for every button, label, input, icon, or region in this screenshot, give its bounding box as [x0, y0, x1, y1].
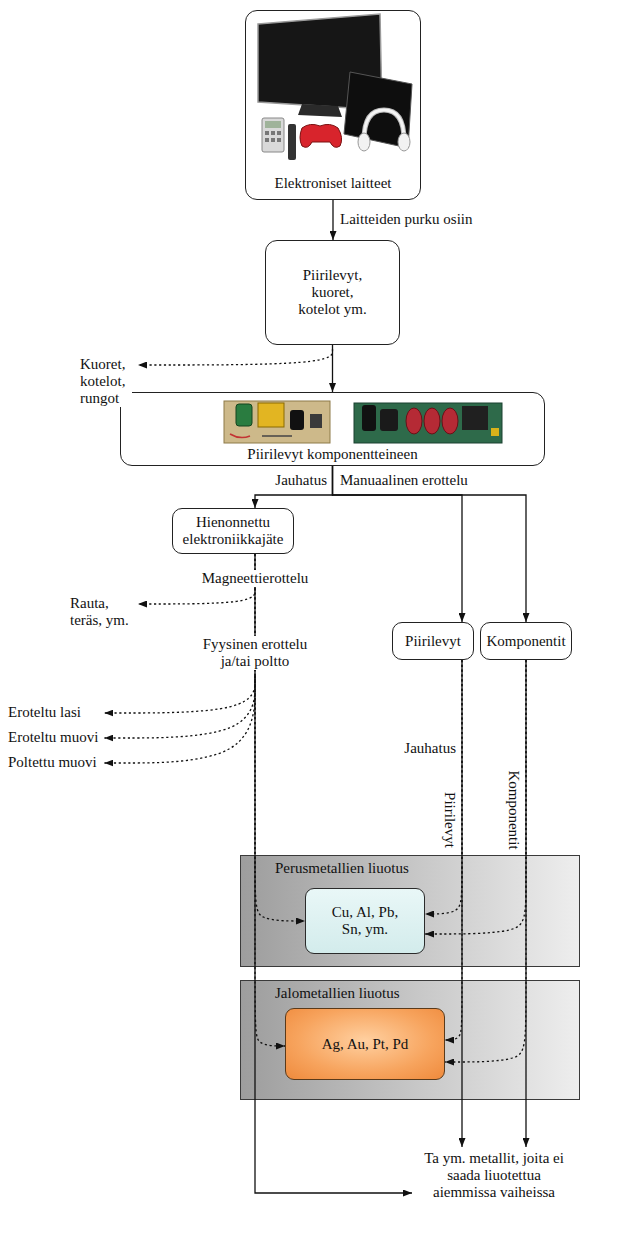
process-box: Piirilevyt	[392, 622, 474, 660]
dotted-flow-arrow	[445, 660, 462, 1040]
headphones-band	[364, 110, 404, 140]
step-label: Jauhatus	[227, 472, 327, 489]
process-box: Hienonnettu elektroniikkajäte	[172, 508, 294, 554]
metal-box: Cu, Al, Pb, Sn, ym.	[305, 888, 425, 954]
discard-arrow	[138, 589, 255, 604]
band-fill	[241, 856, 580, 967]
band-heading: Jalometallien liuotus	[275, 985, 400, 1002]
tv-stand	[298, 104, 342, 117]
capacitor	[362, 405, 376, 431]
output-label: Rauta, teräs, ym.	[70, 595, 132, 629]
discard-arrow	[104, 676, 255, 713]
remote-control	[288, 124, 296, 160]
calculator-key	[271, 131, 275, 135]
flow-arrow	[333, 466, 463, 622]
dotted-flow-arrow	[445, 660, 526, 1062]
box-label: Hienonnettu elektroniikkajäte	[179, 514, 287, 548]
calculator-key	[265, 131, 269, 135]
transformer	[462, 406, 488, 430]
device-box: Elektroniset laitteet	[245, 10, 421, 200]
wire	[262, 435, 292, 437]
output-label: Eroteltu lasi	[8, 704, 81, 721]
capacitor	[236, 404, 252, 426]
band-fills	[241, 856, 580, 1100]
flow-arrow	[333, 466, 527, 622]
calculator-display	[265, 121, 281, 128]
transformer	[258, 403, 284, 427]
band-heading: Perusmetallien liuotus	[275, 860, 409, 877]
headphones-cup	[358, 133, 370, 151]
box-label: Piirilevyt	[405, 633, 461, 650]
box-label: Komponentit	[486, 633, 565, 650]
step-label: Magneettierottelu	[202, 570, 309, 587]
step-label: Jauhatus	[356, 740, 456, 757]
band-fill	[241, 981, 580, 1100]
flow-label: Komponentit	[505, 770, 522, 849]
connectors	[255, 200, 526, 1062]
calculator-key	[271, 138, 275, 142]
headphones-cup	[398, 133, 410, 151]
discard-arrow	[104, 676, 255, 763]
flow-arrow	[332, 345, 333, 392]
capacitor	[380, 409, 398, 431]
output-label: Eroteltu muovi	[8, 729, 98, 746]
inductor	[424, 408, 440, 434]
box-label: Piirilevyt, kuoret, kotelot ym.	[293, 267, 372, 318]
component	[491, 428, 499, 436]
board	[224, 401, 330, 443]
box-label: Ag, Au, Pt, Pd	[322, 1036, 409, 1053]
calculator-key	[277, 138, 281, 142]
circuit-boards-picture	[224, 401, 502, 443]
gamepad	[300, 124, 342, 147]
box-label: Piirilevyt komponentteineen	[247, 446, 417, 463]
dotted-flow-arrow	[255, 554, 285, 1046]
leader-lines	[104, 349, 526, 1193]
metal-box: Ag, Au, Pt, Pd	[285, 1008, 445, 1080]
box-label: Elektroniset laitteet	[274, 175, 391, 192]
stage-band: Perusmetallien liuotusCu, Al, Pb, Sn, ym…	[240, 855, 580, 967]
calculator	[262, 118, 284, 152]
calculator-key	[265, 138, 269, 142]
flow-arrow	[332, 200, 333, 240]
step-label: Fyysinen erottelu ja/tai poltto	[199, 636, 311, 670]
discard-arrow	[104, 676, 255, 738]
output-label: Ta ym. metallit, joita ei saada liuotett…	[414, 1150, 574, 1201]
capacitor	[290, 410, 304, 430]
dotted-flow-arrow	[425, 660, 526, 934]
headphones-band	[364, 110, 404, 140]
output-label: Kuoret, kotelot, rungot	[80, 356, 132, 407]
step-label: Laitteiden purku osiin	[340, 211, 472, 228]
calculator-key	[277, 131, 281, 135]
stage-band: Jalometallien liuotusAg, Au, Pt, Pd	[240, 980, 580, 1100]
discard-arrow	[138, 349, 333, 365]
box-label: Cu, Al, Pb, Sn, ym.	[326, 904, 404, 938]
process-box: Komponentit	[480, 622, 572, 660]
inductor	[406, 408, 422, 434]
inductor	[442, 408, 458, 434]
output-label: Poltettu muovi	[8, 754, 97, 771]
component	[310, 414, 322, 428]
devices-picture	[258, 14, 412, 160]
board	[354, 403, 502, 443]
flow-label: Piirilevyt	[441, 792, 458, 848]
step-label: Manuaalinen erottelu	[340, 472, 468, 489]
process-box: Piirilevyt, kuoret, kotelot ym.	[265, 240, 400, 345]
wire	[230, 434, 250, 438]
dotted-flow-arrow	[425, 660, 462, 914]
board-box: Piirilevyt komponentteineen	[120, 392, 545, 466]
